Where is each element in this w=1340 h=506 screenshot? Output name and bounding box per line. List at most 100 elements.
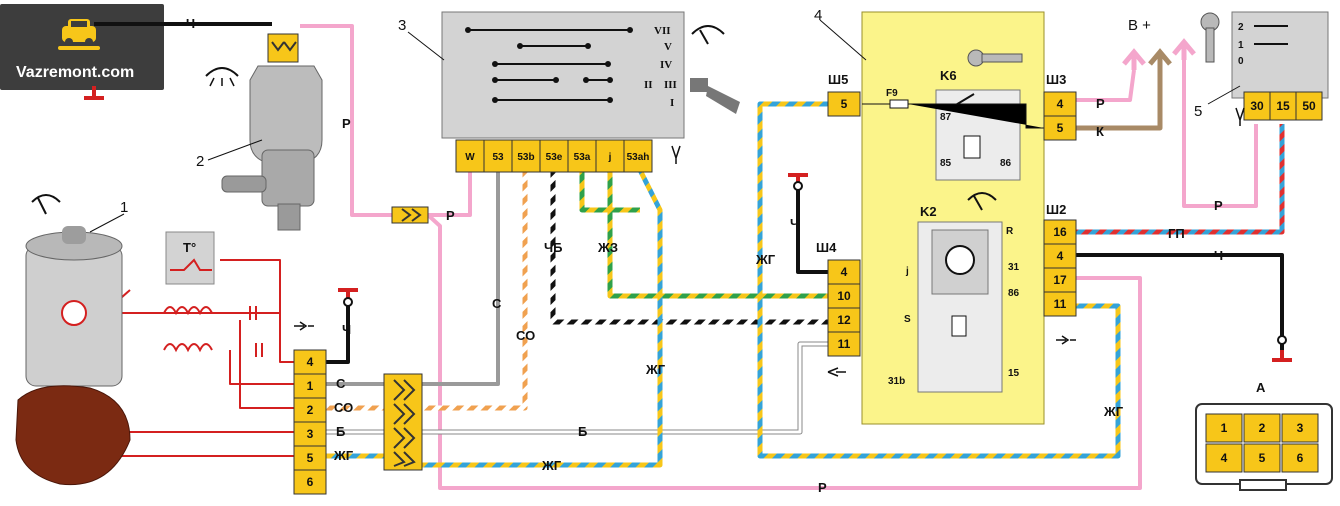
wire-yb-53ah: [420, 168, 663, 468]
sh5-pin-5-label: 5: [841, 97, 848, 111]
wire-label-zhz: ЖЗ: [597, 240, 618, 255]
switch3-pin-3: 53e: [539, 139, 569, 173]
sh5-pin-5: 5: [827, 91, 861, 117]
wire-label-zhg-left: ЖГ: [755, 252, 776, 267]
switch-pos-1: V: [664, 41, 672, 53]
ignition-pin-15-label: 15: [1276, 99, 1290, 113]
ignition-pin-15: 15: [1269, 91, 1297, 121]
connector-a-pin-5: 5: [1243, 443, 1281, 473]
sh2-pin-1-label: 4: [1057, 249, 1064, 263]
sh3-pin-4-label: 4: [1057, 97, 1064, 111]
k6-pin-87: 87: [940, 112, 952, 123]
conn-sh3: Ш3: [1046, 72, 1066, 87]
connector-a-pin-4: 4: [1205, 443, 1243, 473]
connector-a-pin-4-label: 4: [1221, 451, 1228, 465]
callout-4: 4: [814, 7, 822, 24]
switch-pos-3: II: [644, 79, 653, 91]
wire-yb-sh5: [757, 101, 1121, 459]
connector-a-pin-1-label: 1: [1221, 421, 1228, 435]
wire-label-ch-sh2: Ч: [1214, 248, 1223, 263]
k2-pin-15: 15: [1008, 368, 1020, 379]
ignition-switch: 2 1 0: [1231, 11, 1329, 99]
wire-grey-53: [310, 170, 500, 386]
motor-connector: 4 1 2 3 5 6: [293, 349, 327, 495]
switch3-pin-4-label: 53a: [574, 152, 591, 163]
fuse-label: F9: [886, 88, 898, 99]
wire-label-r-w: Р: [446, 208, 455, 223]
connector-a-pin-3: 3: [1281, 413, 1319, 443]
k2-pin-r: R: [1006, 226, 1014, 237]
key-icon-k6: [967, 49, 1023, 67]
wiper-icon-k2: [967, 192, 997, 211]
switch-pos-4: III: [664, 79, 677, 91]
wire-label-so-h: СО: [334, 400, 353, 415]
wire-tan-k: [1070, 72, 1163, 131]
callout-2: 2: [196, 153, 204, 170]
switch3-pin-2: 53b: [511, 139, 541, 173]
k6-label: K6: [940, 68, 957, 83]
switch-pos-2: IV: [660, 59, 672, 71]
ignition-pin-50: 50: [1295, 91, 1323, 121]
wire-label-k: К: [1096, 124, 1104, 139]
switch3-pin-1: 53: [483, 139, 513, 173]
connector-a-pin-6: 6: [1281, 443, 1319, 473]
motor-pin-1: 1: [293, 373, 327, 399]
wire-label-b-mid: Б: [578, 424, 587, 439]
power-label: B +: [1128, 17, 1151, 34]
power-arrows: B +: [1122, 17, 1196, 72]
fuse-f9: F9: [862, 88, 1044, 129]
washer-pump: [221, 33, 323, 231]
wire-label-zhg-mid: ЖГ: [645, 362, 666, 377]
sh4-pin-3-label: 11: [838, 337, 851, 351]
logo-text: Vazremont.com: [16, 64, 135, 81]
sh4-pin-0-label: 4: [841, 265, 848, 279]
switch3-pin-6-label: 53ah: [627, 152, 650, 163]
motor-pin-5-label: 6: [307, 475, 314, 489]
ign-pos-2: 2: [1238, 22, 1244, 33]
wire-black-sh2: [1070, 253, 1284, 350]
sh2-pin-3: 11: [1043, 291, 1077, 317]
wire-label-chb: ЧБ: [544, 240, 562, 255]
switch3-pin-2-label: 53b: [517, 152, 534, 163]
sh2-pin-2-label: 17: [1053, 273, 1067, 287]
k2-pin-31b: 31b: [888, 376, 905, 387]
ign-pos-0: 0: [1238, 56, 1244, 67]
wire-label-r-washer: Р: [342, 116, 351, 131]
connector-a-label: A: [1256, 380, 1266, 395]
wire-label-ch-sh4: Ч: [790, 216, 799, 231]
switch3-pin-5-label: j: [608, 152, 612, 163]
ignition-pin-30-label: 30: [1250, 99, 1264, 113]
wire-black-sh4: [796, 185, 830, 274]
wire-pink-washer: [300, 24, 392, 217]
motor-pin-2-label: 2: [307, 403, 314, 417]
column-switch: VII V IV II III I: [441, 11, 685, 139]
sh4-pin-3: 11: [827, 331, 861, 357]
wire-label-ch-motor: Ч: [342, 322, 351, 337]
switch3-pin-0-label: W: [465, 152, 475, 163]
switch3-pin-1-label: 53: [492, 152, 504, 163]
vazremont-logo: Vazremont.com: [0, 4, 164, 90]
switch3-pins: W 53 53b 53e 53a j 53ah: [455, 139, 653, 173]
motor-pin-3: 3: [293, 421, 327, 447]
motor-pin-0-label: 4: [307, 355, 314, 369]
motor-pin-4-label: 5: [307, 451, 314, 465]
wire-rb-gp: [1070, 124, 1285, 235]
sh4-pin-1: 10: [827, 283, 861, 309]
sh2-pin-0-label: 16: [1053, 225, 1067, 239]
wire-label-zhg-right: ЖГ: [1103, 404, 1124, 419]
wire-label-s-h: С: [336, 376, 346, 391]
sh4-pin-2: 12: [827, 307, 861, 333]
wire-pink-b: [1070, 69, 1136, 102]
ignition-pins: 30 15 50: [1243, 91, 1323, 121]
k2-pin-31: 31: [1008, 262, 1020, 273]
washer-icon: [205, 67, 239, 87]
sh3-pin-5: 5: [1043, 115, 1077, 141]
callouts: [89, 19, 1241, 233]
switch3-pin-3-label: 53e: [546, 152, 563, 163]
car-wrench-icon: [58, 19, 100, 50]
callout-1: 1: [120, 199, 128, 216]
inline-connector-block: [383, 373, 423, 471]
callout-3: 3: [398, 17, 406, 34]
